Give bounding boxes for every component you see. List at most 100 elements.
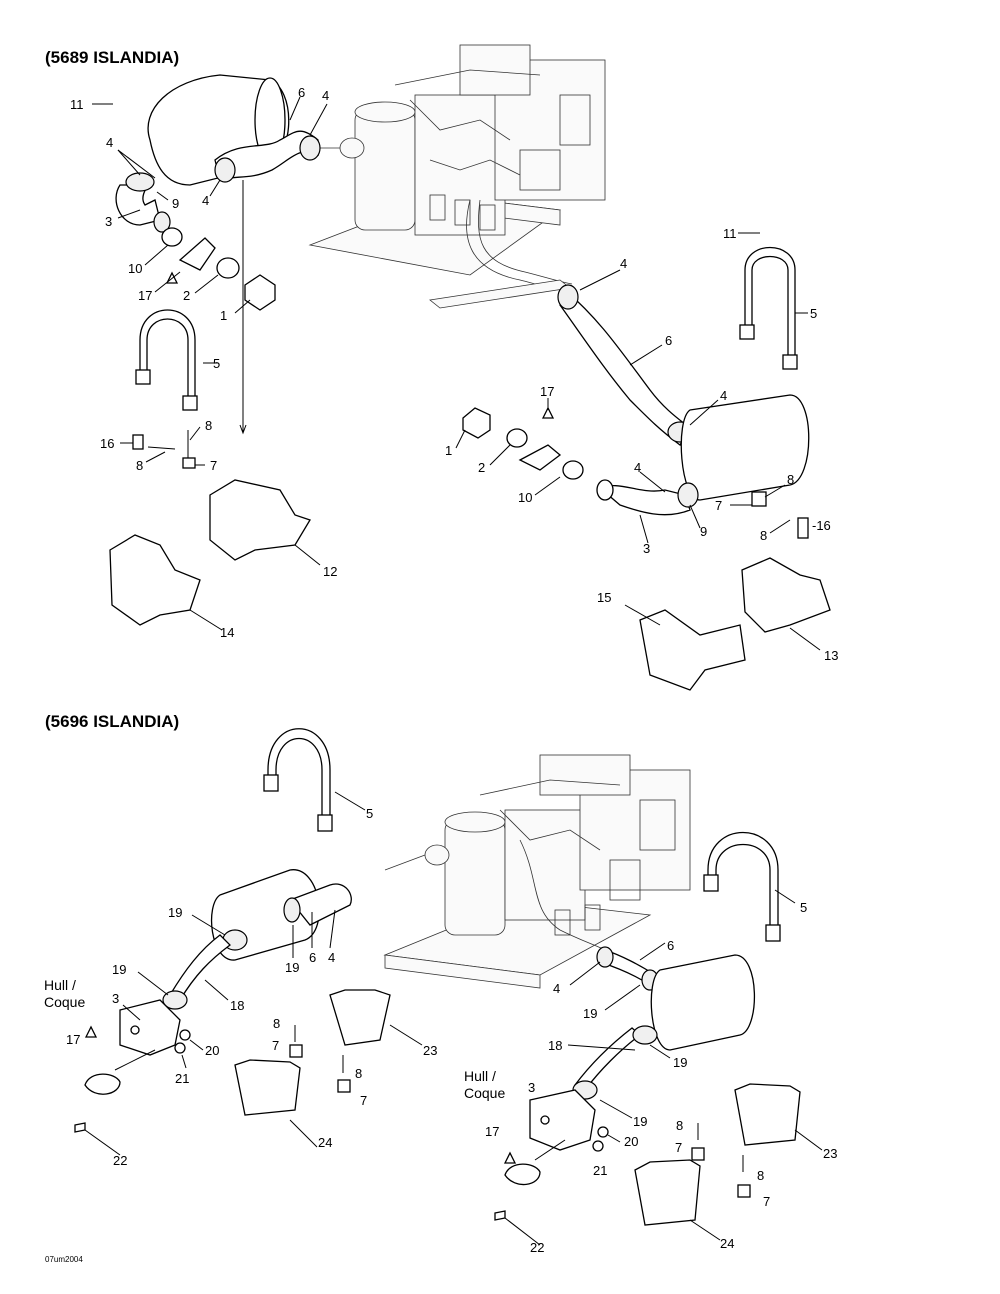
section-title-5689: (5689 ISLANDIA) <box>45 48 179 67</box>
callout-15: 15 <box>597 590 611 605</box>
callout-11-a: 11 <box>70 97 84 112</box>
elbow-3-s2-right <box>529 1089 596 1151</box>
ring-10-left <box>161 227 183 247</box>
callout-4-c: 4 <box>202 193 209 208</box>
cradle-23-left <box>329 989 391 1046</box>
callout-17-s2-b: 17 <box>485 1124 499 1139</box>
bracket-left <box>178 237 216 271</box>
callout-1-a: 1 <box>220 308 227 323</box>
bracket-7-s2-a <box>289 1044 303 1058</box>
cradle-12 <box>209 479 311 561</box>
cradle-13 <box>741 557 831 633</box>
callout-10-b: 10 <box>518 490 532 505</box>
callout-18-s2-a: 18 <box>230 998 244 1013</box>
footer-code: 07um2004 <box>45 1255 83 1264</box>
cradle-15 <box>639 609 746 691</box>
strap-5-right <box>744 247 796 361</box>
cradle-24-right <box>634 1159 701 1226</box>
callout-5-b: 5 <box>810 306 817 321</box>
callout-17-a: 17 <box>138 288 152 303</box>
callout-4-b: 4 <box>106 135 113 150</box>
callout-21-s2-a: 21 <box>175 1071 189 1086</box>
drop-17-s2-right <box>503 1151 517 1164</box>
callout-3-b: 3 <box>643 541 650 556</box>
callout-22-s2-a: 22 <box>113 1153 127 1168</box>
bracket-7-right <box>751 491 767 507</box>
callout-8-s2-b: 8 <box>355 1066 362 1081</box>
callout-9-b: 9 <box>700 524 707 539</box>
callout-4-d: 4 <box>620 256 627 271</box>
hose-6-right <box>559 288 691 446</box>
cradle-23-right <box>734 1083 801 1146</box>
nut-1-left <box>244 274 276 311</box>
callout-7-s2-b: 7 <box>360 1093 367 1108</box>
callout-19-s2-f: 19 <box>633 1114 647 1129</box>
hull-label-right-line2: Coque <box>464 1085 505 1101</box>
callout-16-b: -16 <box>812 518 831 533</box>
washer-21-right <box>592 1140 604 1152</box>
clamp-4-a <box>214 157 236 183</box>
bracket-7-s2-d <box>737 1184 751 1198</box>
callout-19-s2-e: 19 <box>673 1055 687 1070</box>
callout-20-s2-b: 20 <box>624 1134 638 1149</box>
callout-4-e: 4 <box>720 388 727 403</box>
callout-7-b: 7 <box>715 498 722 513</box>
plate-16-left <box>132 434 144 450</box>
callout-17-b: 17 <box>540 384 554 399</box>
callout-2-b: 2 <box>478 460 485 475</box>
callout-4-f: 4 <box>634 460 641 475</box>
callout-19-s2-c: 19 <box>112 962 126 977</box>
callout-6-a: 6 <box>298 85 305 100</box>
callout-7-s2-c: 7 <box>675 1140 682 1155</box>
callout-21-s2-b: 21 <box>593 1163 607 1178</box>
hose-18-s2-left <box>169 934 231 1001</box>
callout-19-s2-a: 19 <box>168 905 182 920</box>
drop-17-right <box>541 406 555 419</box>
drop-17-s2-left <box>84 1025 98 1038</box>
callout-3-a: 3 <box>105 214 112 229</box>
strap-5-left <box>139 309 196 401</box>
ring-10-right <box>562 460 584 480</box>
callout-23-s2-b: 23 <box>823 1146 837 1161</box>
callout-22-s2-b: 22 <box>530 1240 544 1255</box>
hull-label-left-line2: Coque <box>44 994 85 1010</box>
ring-2-right <box>506 428 528 448</box>
callout-3-s2-b: 3 <box>528 1080 535 1095</box>
bracket-right <box>518 444 562 471</box>
ring-2-left <box>216 257 240 279</box>
washer-20-right <box>597 1126 609 1138</box>
callout-24-s2-a: 24 <box>318 1135 332 1150</box>
callout-18-s2-b: 18 <box>548 1038 562 1053</box>
callout-7-s2-a: 7 <box>272 1038 279 1053</box>
engine-illustration-1 <box>300 44 606 309</box>
plate-16-right <box>797 517 809 539</box>
callout-8-s2-a: 8 <box>273 1016 280 1031</box>
callout-1-b: 1 <box>445 443 452 458</box>
callout-24-s2-b: 24 <box>720 1236 734 1251</box>
gasket-s2-right <box>504 1163 541 1186</box>
callout-20-s2-a: 20 <box>205 1043 219 1058</box>
callout-7-a: 7 <box>210 458 217 473</box>
callout-8-d: 8 <box>760 528 767 543</box>
callout-5-s2-a: 5 <box>366 806 373 821</box>
callout-4-s2-a: 4 <box>328 950 335 965</box>
callout-13: 13 <box>824 648 838 663</box>
callout-11-b: 11 <box>723 226 737 241</box>
hose-6-s2-left <box>288 883 352 926</box>
clamp-4-c <box>125 172 155 192</box>
muffler-s2-right <box>650 954 756 1051</box>
leader-lines-1 <box>92 96 821 651</box>
screw-22-left <box>74 1122 86 1133</box>
cradle-14 <box>109 534 201 626</box>
callout-9-a: 9 <box>172 196 179 211</box>
engine-illustration-2 <box>383 754 691 989</box>
callout-6-s2-b: 6 <box>667 938 674 953</box>
callout-5-a: 5 <box>213 356 220 371</box>
clamp-4-d <box>557 284 579 310</box>
callout-6-b: 6 <box>665 333 672 348</box>
callout-16-a: 16 <box>100 436 114 451</box>
callout-14: 14 <box>220 625 234 640</box>
elbow-3-s2-left <box>119 999 181 1056</box>
